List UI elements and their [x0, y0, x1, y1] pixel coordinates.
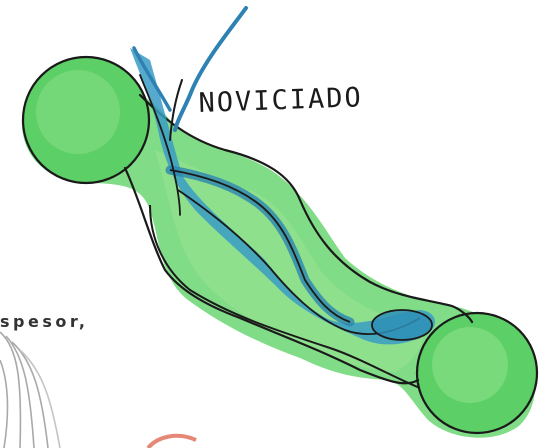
noviciado-label: NOVICIADO	[198, 82, 363, 119]
green-circle-node-right	[417, 313, 537, 433]
cropped-text-snippet: spesor,	[0, 312, 88, 331]
contour-lines	[0, 332, 60, 448]
green-circle-node-left	[23, 57, 149, 183]
red-arc	[148, 436, 196, 448]
